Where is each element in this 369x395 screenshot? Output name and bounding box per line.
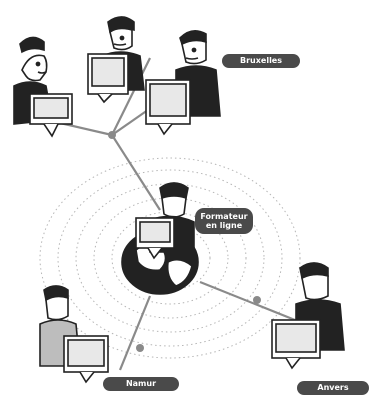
person-at-computer-icon [146, 31, 220, 134]
person-at-computer-icon [40, 286, 108, 382]
label-anvers: Anvers [297, 381, 369, 395]
label-bruxelles: Bruxelles [222, 54, 300, 68]
label-namur: Namur [103, 377, 179, 391]
person-at-computer-icon [88, 17, 144, 102]
person-at-computer-icon [14, 37, 72, 136]
label-formateur-line2: en ligne [206, 221, 242, 230]
label-formateur-line1: Formateur [200, 212, 247, 221]
label-formateur-en-ligne: Formateur en ligne [195, 208, 253, 234]
